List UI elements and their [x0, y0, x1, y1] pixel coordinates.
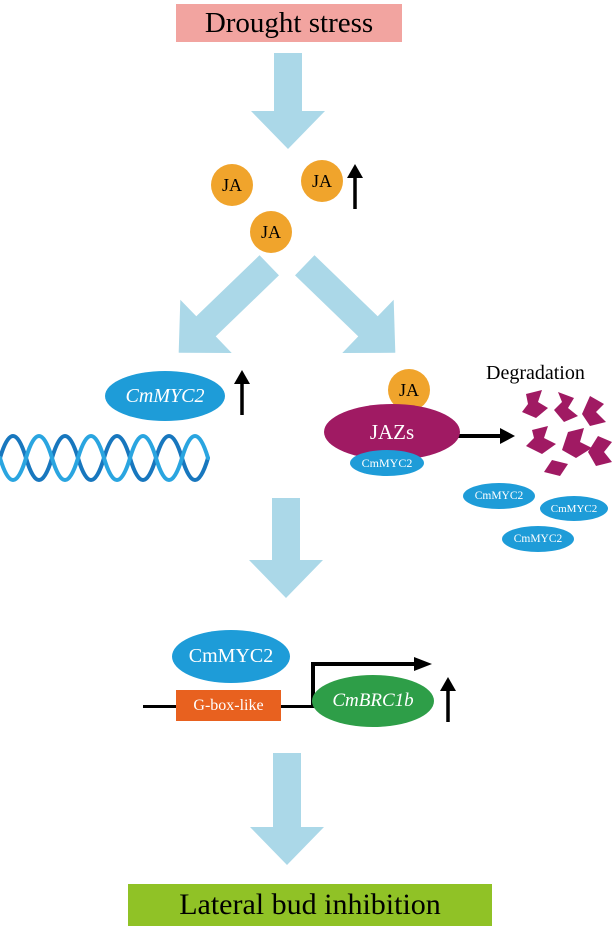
- down-arrow-1: [251, 53, 325, 149]
- drought-stress-label: Drought stress: [204, 6, 374, 39]
- cmmyc2-released-ellipse: CmMYC2: [502, 526, 574, 552]
- ja-circle-bottom: JA: [250, 211, 292, 253]
- degradation-label: Degradation: [486, 362, 585, 384]
- ja-circle-right: JA: [301, 160, 343, 202]
- cmmyc2-released-ellipse: CmMYC2: [463, 483, 535, 509]
- degradation-arrow: [458, 428, 515, 444]
- cmmyc2-released-label: CmMYC2: [513, 533, 563, 545]
- cmmyc2-tf-label: CmMYC2: [188, 645, 274, 667]
- cmbrc1b-label: CmBRC1b: [332, 690, 414, 711]
- ja-label: JA: [260, 221, 281, 242]
- cmmyc2-released-ellipse: CmMYC2: [540, 496, 608, 521]
- cmmyc2-gene-ellipse: CmMYC2: [105, 371, 225, 421]
- ja-label: JA: [221, 174, 242, 195]
- gbox-element: G-box-like: [176, 690, 281, 721]
- cmmyc2-bound-ellipse: CmMYC2: [350, 450, 424, 476]
- degradation-fragments: [522, 390, 612, 476]
- cmmyc2-gene-label: CmMYC2: [125, 384, 205, 407]
- ja-label: JA: [398, 379, 419, 400]
- drought-stress-box: Drought stress: [176, 4, 402, 42]
- down-arrow-2: [249, 498, 323, 598]
- branch-arrow-right: [294, 255, 396, 353]
- ja-increase-up-arrow: [347, 164, 363, 209]
- cmbrc1b-ellipse: CmBRC1b: [312, 675, 434, 727]
- branch-arrow-left: [178, 255, 280, 353]
- down-arrow-3: [250, 753, 324, 865]
- cmmyc2-bound-label: CmMYC2: [361, 455, 413, 470]
- gbox-label: G-box-like: [193, 696, 264, 714]
- cmmyc2-tf-ellipse: CmMYC2: [172, 630, 290, 683]
- cmmyc2-released-label: CmMYC2: [474, 490, 524, 502]
- cmmyc2-released-label: CmMYC2: [550, 502, 598, 515]
- dna-helix: [0, 434, 210, 482]
- transcription-start-arrow: [311, 657, 432, 708]
- lateral-bud-inhibition-label: Lateral bud inhibition: [179, 888, 441, 921]
- cmbrc1b-increase-up-arrow: [440, 677, 456, 722]
- lateral-bud-inhibition-box: Lateral bud inhibition: [128, 884, 492, 926]
- jazs-label: JAZs: [369, 419, 415, 444]
- cmmyc2-increase-up-arrow: [234, 370, 250, 415]
- ja-circle-left: JA: [211, 164, 253, 206]
- ja-label: JA: [311, 170, 332, 191]
